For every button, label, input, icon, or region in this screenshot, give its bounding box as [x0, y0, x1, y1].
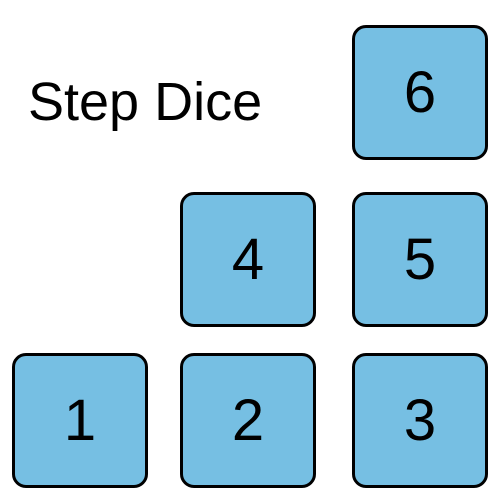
die-5[interactable]: 5	[352, 192, 488, 327]
die-6-label: 6	[403, 59, 437, 125]
die-4[interactable]: 4	[180, 192, 316, 327]
die-6[interactable]: 6	[352, 25, 488, 160]
die-1[interactable]: 1	[12, 353, 148, 488]
game-title: Step Dice	[28, 72, 263, 132]
die-2-label: 2	[231, 387, 265, 453]
die-3-label: 3	[403, 387, 437, 453]
die-3[interactable]: 3	[352, 353, 488, 488]
die-2[interactable]: 2	[180, 353, 316, 488]
die-1-label: 1	[63, 387, 97, 453]
die-5-label: 5	[403, 226, 437, 292]
die-4-label: 4	[231, 226, 265, 292]
